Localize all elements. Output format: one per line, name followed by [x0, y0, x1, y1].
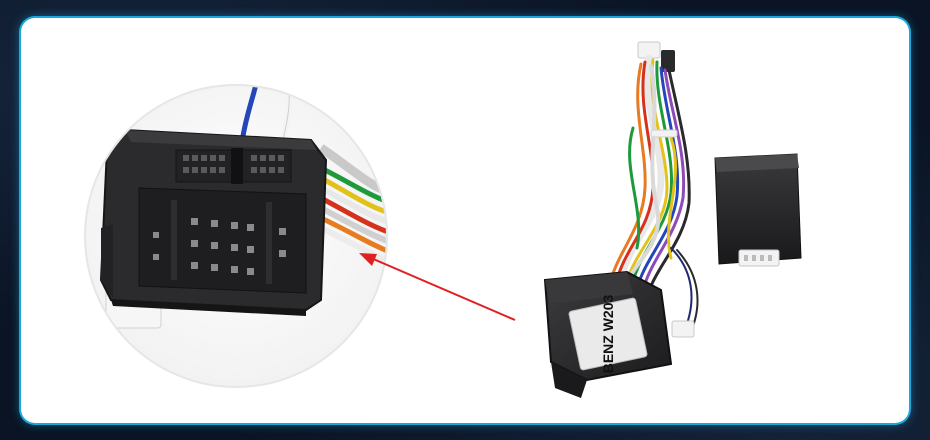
product-image-card: BENZ W203 — [21, 18, 909, 423]
adapter-model-label: BENZ W203 — [600, 295, 616, 374]
canbus-decoder-box — [714, 153, 802, 267]
pointer-arrow — [359, 253, 516, 321]
connector-closeup — [84, 84, 388, 388]
harness-plug: BENZ W203 — [543, 270, 673, 398]
wire-harness — [609, 41, 699, 338]
product-photo: BENZ W203 — [84, 41, 802, 398]
